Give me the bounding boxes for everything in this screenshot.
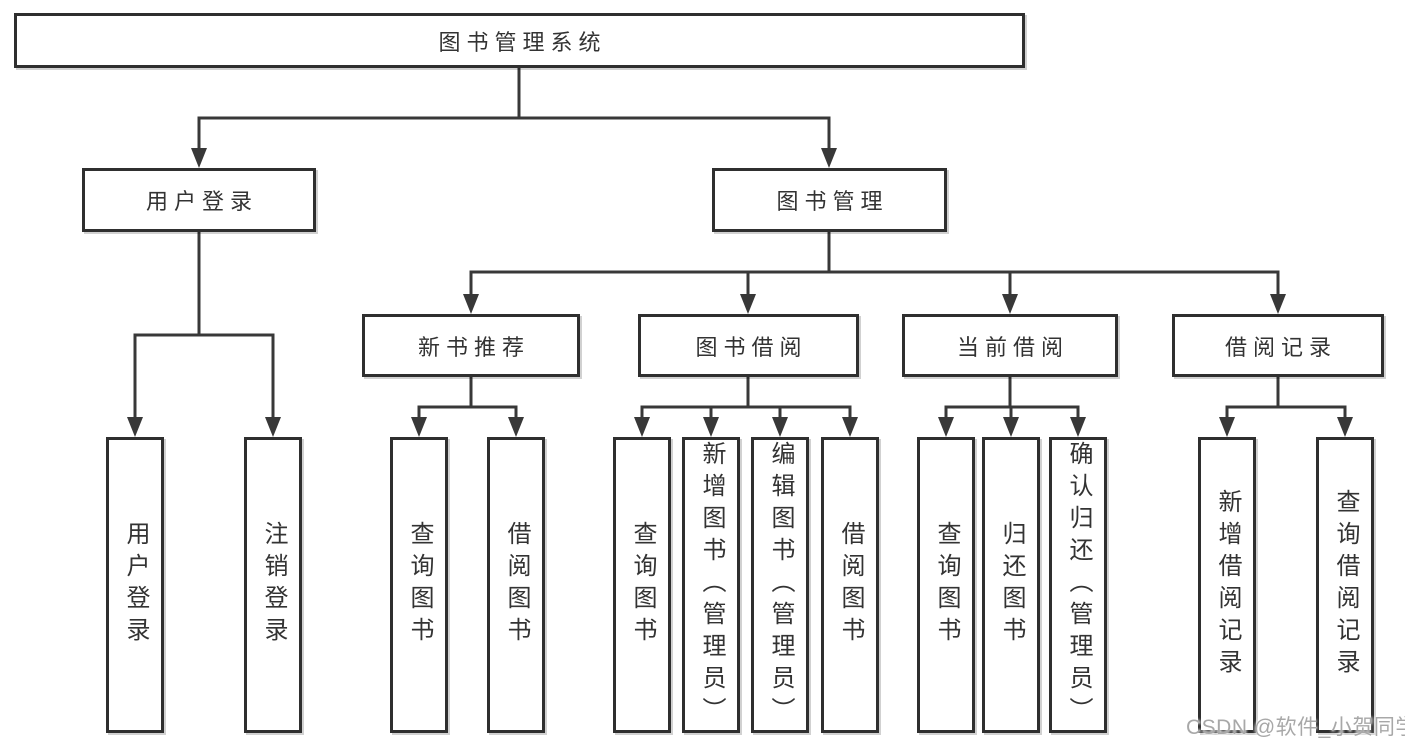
connector-root-to-level2	[197, 68, 831, 150]
node-book-borrowing: 图书借阅	[638, 314, 859, 377]
leaf-user-login-label: 用户登录	[122, 521, 149, 649]
leaf-add-books-admin: 新增图书（管理员）	[682, 437, 740, 733]
leaf-borrow-books-recommend-label: 借阅图书	[503, 521, 530, 649]
node-book-management: 图书管理	[712, 168, 947, 232]
leaf-query-borrow-record: 查询借阅记录	[1316, 437, 1374, 733]
leaf-logout-login-label: 注销登录	[260, 521, 287, 649]
arrowheads-current-borrowing-children	[938, 417, 1086, 437]
leaf-user-login: 用户登录	[106, 437, 164, 733]
leaf-query-books-recommend-label: 查询图书	[406, 521, 433, 649]
leaf-query-books-current: 查询图书	[917, 437, 975, 733]
leaf-borrow-books-borrowing-label: 借阅图书	[837, 521, 864, 649]
arrowheads-new-book-recommendation-children	[411, 417, 524, 437]
node-current-borrowing: 当前借阅	[902, 314, 1118, 377]
node-library-system: 图书管理系统	[14, 13, 1025, 68]
arrowheads-root-to-level2	[191, 148, 837, 168]
leaf-query-books-current-label: 查询图书	[933, 521, 960, 649]
leaf-add-borrow-record: 新增借阅记录	[1198, 437, 1256, 733]
connector-current-borrowing-children	[944, 377, 1080, 419]
watermark-text: CSDN @软件_小贺同学	[1186, 716, 1405, 739]
connector-new-book-recommendation-children	[417, 377, 518, 419]
connector-borrowing-records-children	[1225, 377, 1347, 419]
leaf-add-borrow-record-label: 新增借阅记录	[1214, 489, 1241, 681]
leaf-confirm-return-admin: 确认归还（管理员）	[1049, 437, 1107, 733]
leaf-edit-books-admin: 编辑图书（管理员）	[751, 437, 809, 733]
leaf-borrow-books-borrowing: 借阅图书	[821, 437, 879, 733]
leaf-logout-login: 注销登录	[244, 437, 302, 733]
arrowheads-borrowing-records-children	[1219, 417, 1353, 437]
node-user-login: 用户登录	[82, 168, 316, 232]
connector-user-login-children	[133, 232, 275, 419]
leaf-query-borrow-record-label: 查询借阅记录	[1332, 489, 1359, 681]
leaf-add-books-admin-label: 新增图书（管理员）	[698, 441, 725, 729]
arrowheads-user-login-children	[127, 417, 281, 437]
connector-book-management-children	[469, 232, 1280, 296]
arrowheads-book-borrowing-children	[634, 417, 858, 437]
leaf-query-books-recommend: 查询图书	[390, 437, 448, 733]
leaf-return-books: 归还图书	[982, 437, 1040, 733]
leaf-query-books-borrowing-label: 查询图书	[629, 521, 656, 649]
leaf-edit-books-admin-label: 编辑图书（管理员）	[767, 441, 794, 729]
node-borrowing-records: 借阅记录	[1172, 314, 1384, 377]
leaf-confirm-return-admin-label: 确认归还（管理员）	[1065, 441, 1092, 729]
node-new-book-recommendation: 新书推荐	[362, 314, 580, 377]
connector-book-borrowing-children	[640, 377, 852, 419]
leaf-query-books-borrowing: 查询图书	[613, 437, 671, 733]
leaf-borrow-books-recommend: 借阅图书	[487, 437, 545, 733]
arrowheads-book-management-children	[463, 294, 1286, 314]
leaf-return-books-label: 归还图书	[998, 521, 1025, 649]
